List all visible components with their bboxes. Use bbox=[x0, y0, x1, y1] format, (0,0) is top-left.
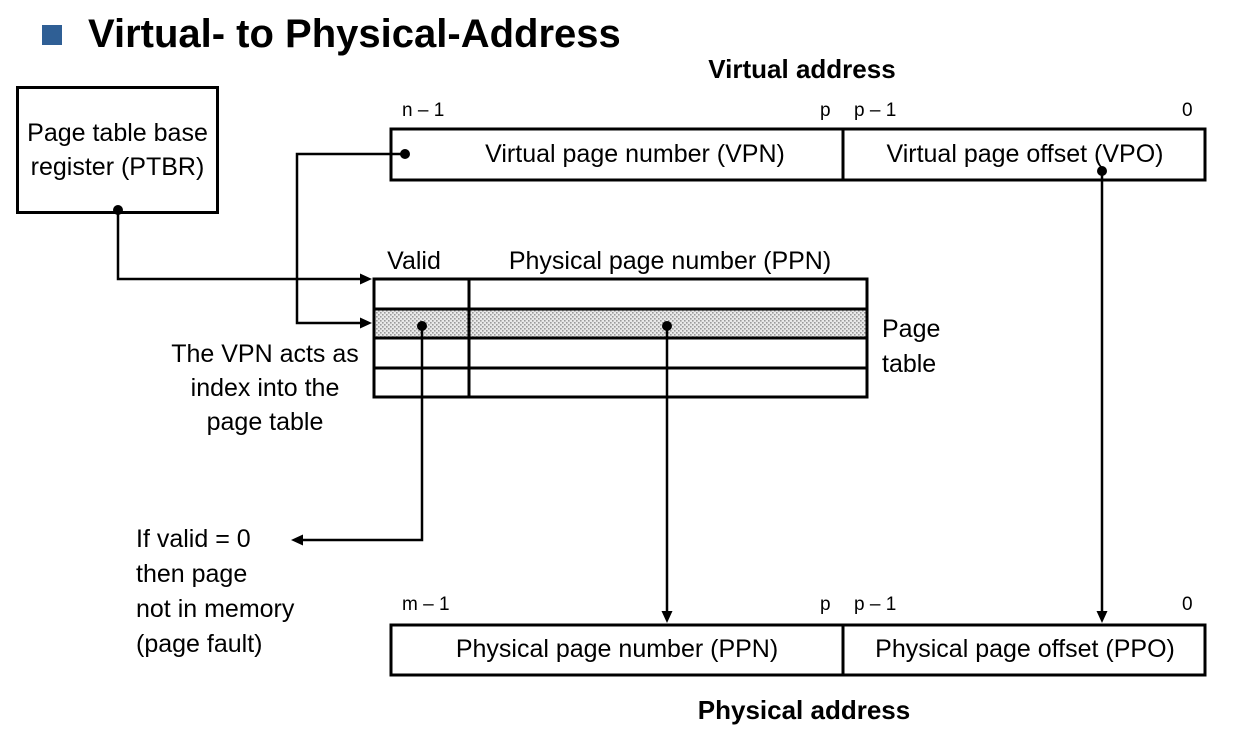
page-table-valid-header: Valid bbox=[387, 247, 441, 275]
vpo-field: Virtual page offset (VPO) bbox=[886, 140, 1164, 168]
fault-arrowhead bbox=[291, 534, 303, 546]
pa-bit-high: m – 1 bbox=[402, 594, 450, 615]
page-title: Virtual- to Physical-Address bbox=[88, 12, 621, 56]
page-fault-line-4: (page fault) bbox=[136, 630, 263, 658]
ptbr-box: Page table base register (PTBR) bbox=[16, 86, 219, 214]
vpn-field: Virtual page number (VPN) bbox=[485, 140, 785, 168]
page-fault-line-1: If valid = 0 bbox=[136, 525, 251, 553]
title-bullet-icon bbox=[42, 25, 62, 45]
va-bit-p: p bbox=[820, 100, 831, 121]
va-bit-p-minus-1: p – 1 bbox=[854, 100, 897, 121]
pa-bit-zero: 0 bbox=[1182, 594, 1193, 615]
page-fault-note: If valid = 0 then page not in memory (pa… bbox=[136, 522, 294, 662]
ppn-arrowhead bbox=[661, 611, 673, 623]
physical-address-box bbox=[389, 623, 1207, 677]
ppo-arrowhead bbox=[1096, 611, 1108, 623]
page-fault-line-3: not in memory bbox=[136, 595, 295, 623]
va-bit-high: n – 1 bbox=[402, 100, 445, 121]
virtual-address-title: Virtual address bbox=[708, 54, 896, 84]
ptbr-arrowhead bbox=[360, 273, 372, 285]
page-table-label: Page table bbox=[882, 315, 941, 378]
page-fault-line-2: then page bbox=[136, 560, 248, 588]
page-table-ppn-header: Physical page number (PPN) bbox=[508, 247, 832, 275]
va-bit-zero: 0 bbox=[1182, 100, 1193, 121]
physical-address-title: Physical address bbox=[697, 695, 911, 725]
pa-bit-p-minus-1: p – 1 bbox=[854, 594, 897, 615]
ptbr-label: Page table base register (PTBR) bbox=[27, 119, 208, 181]
ppn-field: Physical page number (PPN) bbox=[455, 635, 779, 663]
pa-bit-p: p bbox=[820, 594, 831, 615]
ppo-field: Physical page offset (PPO) bbox=[875, 635, 1175, 663]
vpn-index-note: The VPN acts as index into the page tabl… bbox=[171, 340, 359, 436]
page-table-selected-row bbox=[374, 309, 867, 338]
valid-to-fault-wire bbox=[302, 326, 424, 542]
vpn-arrowhead bbox=[360, 317, 372, 329]
ptbr-to-table-wire bbox=[116, 210, 362, 281]
virtual-address-box bbox=[389, 127, 1207, 182]
vpn-index-wire bbox=[295, 152, 405, 325]
